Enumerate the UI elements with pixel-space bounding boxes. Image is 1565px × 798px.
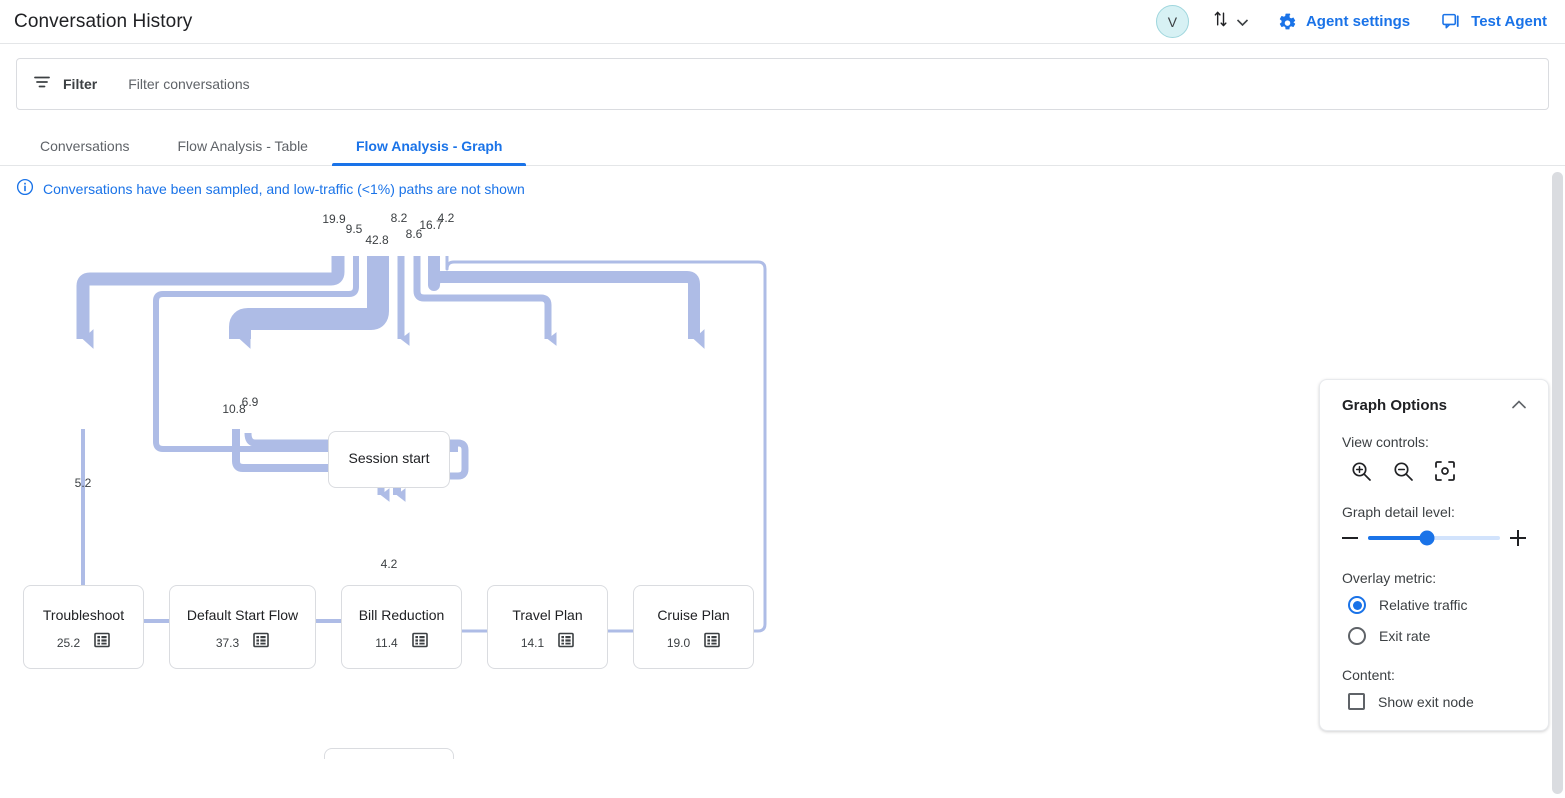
edge-label: 5.2 — [75, 476, 92, 490]
gear-icon — [1278, 12, 1297, 31]
checkbox-show-exit-node[interactable]: Show exit node — [1342, 693, 1526, 710]
sampling-notice: Conversations have been sampled, and low… — [0, 166, 1565, 199]
center-focus-icon[interactable] — [1434, 460, 1456, 482]
table-view-icon[interactable] — [704, 632, 720, 653]
node-title: Default Start Flow — [186, 607, 299, 623]
test-agent-button[interactable]: Test Agent — [1442, 13, 1547, 31]
filter-icon — [33, 73, 51, 96]
radio-relative-traffic[interactable]: Relative traffic — [1342, 596, 1526, 614]
flow-graph-canvas[interactable]: 19.9 9.5 42.8 8.2 8.6 16.7 4.2 5.2 10.8 … — [0, 199, 1565, 759]
edge-label: 42.8 — [365, 233, 389, 247]
graph-node-troubleshoot[interactable]: Troubleshoot 25.2 — [23, 585, 144, 669]
radio-exit-rate[interactable]: Exit rate — [1342, 627, 1526, 645]
node-value: 37.3 — [215, 635, 240, 650]
edge-label: 16.7 — [419, 218, 443, 232]
filter-input[interactable] — [126, 75, 1532, 93]
edge-label: 9.5 — [346, 222, 363, 236]
tab-flow-analysis-graph[interactable]: Flow Analysis - Graph — [331, 139, 527, 166]
graph-node-bill-reduction[interactable]: Bill Reduction 11.4 — [341, 585, 462, 669]
edge-label: 4.2 — [381, 557, 398, 571]
graph-node-plan-questions[interactable]: Plan Questions 22.9 — [324, 748, 454, 759]
graph-options-header[interactable]: Graph Options — [1342, 396, 1526, 414]
node-meta: 37.3 — [216, 632, 269, 653]
avatar-initial: V — [1167, 13, 1178, 30]
detail-level-label: Graph detail level: — [1342, 504, 1455, 520]
zoom-out-icon[interactable] — [1392, 460, 1414, 482]
node-value: 11.4 — [375, 635, 398, 650]
chevron-down-icon — [1236, 13, 1249, 31]
tab-flow-analysis-table[interactable]: Flow Analysis - Table — [177, 138, 308, 154]
test-agent-label: Test Agent — [1471, 13, 1547, 30]
filter-bar[interactable]: Filter — [16, 58, 1549, 110]
sort-control[interactable] — [1211, 9, 1249, 34]
checkbox-label: Show exit node — [1378, 693, 1474, 710]
table-view-icon[interactable] — [253, 632, 269, 653]
filter-section: Filter — [0, 44, 1565, 110]
radio-button[interactable] — [1348, 627, 1366, 645]
table-view-icon[interactable] — [94, 632, 110, 653]
zoom-in-icon[interactable] — [1350, 460, 1372, 482]
tab-bar: Conversations Flow Analysis - Table Flow… — [0, 122, 1565, 166]
edge-label: 10.8 — [222, 402, 246, 416]
app-header: Conversation History V Agent settings — [0, 0, 1565, 44]
node-meta: 19.0 — [667, 632, 720, 653]
info-icon — [16, 178, 34, 199]
vertical-scrollbar[interactable] — [1552, 172, 1563, 794]
table-view-icon[interactable] — [558, 632, 574, 653]
node-value: 19.0 — [666, 635, 691, 650]
node-title: Troubleshoot — [42, 607, 125, 623]
page-title: Conversation History — [14, 10, 193, 32]
graph-node-cruise-plan[interactable]: Cruise Plan 19.0 — [633, 585, 754, 669]
radio-button[interactable] — [1348, 596, 1366, 614]
plus-icon[interactable] — [1510, 530, 1526, 546]
chat-bubble-icon — [1442, 13, 1462, 31]
radio-label: Relative traffic — [1379, 597, 1468, 613]
content-label: Content: — [1342, 667, 1395, 683]
node-meta: 25.2 — [57, 632, 110, 653]
edge-label: 6.9 — [242, 395, 259, 409]
minus-icon[interactable] — [1342, 530, 1358, 546]
graph-node-default-start-flow[interactable]: Default Start Flow 37.3 — [169, 585, 316, 669]
view-controls — [1342, 460, 1526, 482]
radio-label: Exit rate — [1379, 628, 1431, 644]
node-meta: 11.4 — [375, 632, 428, 653]
checkbox[interactable] — [1348, 693, 1365, 710]
filter-label: Filter — [63, 76, 98, 92]
view-controls-label: View controls: — [1342, 434, 1429, 450]
chevron-up-icon[interactable] — [1512, 396, 1526, 414]
detail-level-control — [1342, 530, 1526, 546]
node-title: Travel Plan — [512, 607, 583, 623]
overlay-metric-label: Overlay metric: — [1342, 570, 1437, 586]
table-view-icon[interactable] — [411, 632, 428, 653]
node-title: Bill Reduction — [358, 607, 445, 623]
edge-label: 8.6 — [406, 227, 423, 241]
node-value: 14.1 — [520, 635, 545, 650]
node-meta: 14.1 — [521, 632, 574, 653]
sort-arrows-icon — [1211, 9, 1231, 34]
agent-settings-button[interactable]: Agent settings — [1278, 12, 1410, 31]
sampling-notice-text: Conversations have been sampled, and low… — [43, 180, 525, 197]
slider-thumb[interactable] — [1419, 530, 1435, 546]
node-title: Cruise Plan — [657, 607, 730, 623]
header-actions: V Agent settings — [1155, 5, 1551, 38]
agent-settings-label: Agent settings — [1305, 13, 1411, 30]
slider-fill — [1368, 536, 1428, 540]
edge-label: 4.2 — [438, 211, 455, 225]
graph-options-title: Graph Options — [1342, 396, 1447, 414]
graph-node-travel-plan[interactable]: Travel Plan 14.1 — [487, 585, 608, 669]
node-title: Session start — [348, 450, 430, 466]
edge-label: 8.2 — [391, 211, 408, 225]
graph-options-panel: Graph Options View controls: — [1319, 379, 1549, 731]
avatar[interactable]: V — [1155, 5, 1189, 38]
tab-conversations[interactable]: Conversations — [40, 138, 130, 154]
detail-level-slider[interactable] — [1368, 530, 1500, 546]
edge-label: 19.9 — [322, 212, 346, 226]
node-value: 25.2 — [56, 635, 81, 650]
graph-node-session-start[interactable]: Session start — [328, 431, 450, 488]
